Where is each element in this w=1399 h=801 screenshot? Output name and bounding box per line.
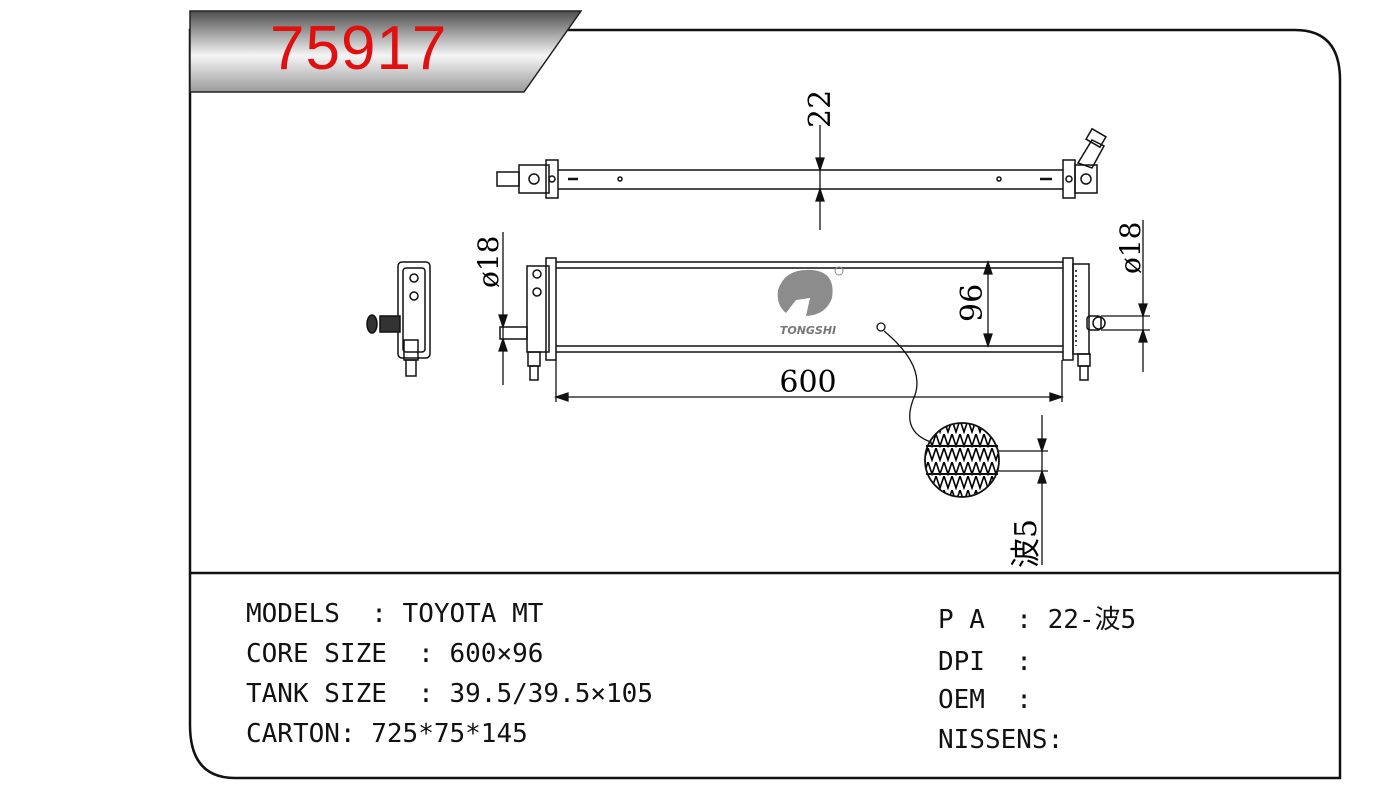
spec-carton: CARTON: 725*75*145 [246,717,528,751]
front-view [499,257,1106,381]
dim-wave [998,415,1048,565]
dim-wave-label: 波5 [1009,519,1044,568]
spec-pa: P A : 22-波5 [938,603,1136,637]
spec-dpi: DPI : [938,645,1032,679]
dim-right-dia [1101,220,1150,372]
part-number-banner [189,10,583,93]
dim-top-label: 22 [803,90,838,128]
dim-600 [553,360,1065,402]
spec-label: P A : [938,605,1032,635]
spec-models: MODELS : TOYOTA MT [246,597,543,631]
spec-label: DPI : [938,647,1032,677]
spec-value: TOYOTA MT [386,599,544,629]
tongshi-logo [777,266,844,316]
part-number: 75917 [270,14,448,83]
spec-label: MODELS : [246,599,387,629]
logo-text: TONGSHI [780,324,836,337]
dim-left-dia [498,232,508,385]
spec-label: NISSENS: [938,725,1064,755]
spec-label: CARTON: [246,719,356,749]
dim-22 [815,125,825,230]
fin-detail [924,422,1000,498]
spec-value: 22-波5 [1031,605,1137,635]
detail-marker [876,322,886,332]
detail-leader [883,330,951,447]
spec-core-size: CORE SIZE : 600×96 [246,637,543,671]
spec-value: 600×96 [433,639,544,669]
frame-border [188,28,1342,780]
top-view [496,127,1107,199]
side-view [366,261,431,377]
dim-left-dia-label: ø18 [472,236,505,289]
spec-value: 725*75*145 [355,719,528,749]
spec-value: 39.5/39.5×105 [433,679,653,709]
spec-label: CORE SIZE : [246,639,434,669]
dim-length-label: 600 [779,365,836,400]
spec-oem: OEM : [938,683,1032,717]
spec-tank-size: TANK SIZE : 39.5/39.5×105 [246,677,653,711]
spec-label: OEM : [938,685,1032,715]
dim-height-label: 96 [955,284,990,322]
dim-96 [983,259,993,349]
dim-right-dia-label: ø18 [1114,222,1147,275]
spec-nissens: NISSENS: [938,723,1063,757]
spec-label: TANK SIZE : [246,679,434,709]
